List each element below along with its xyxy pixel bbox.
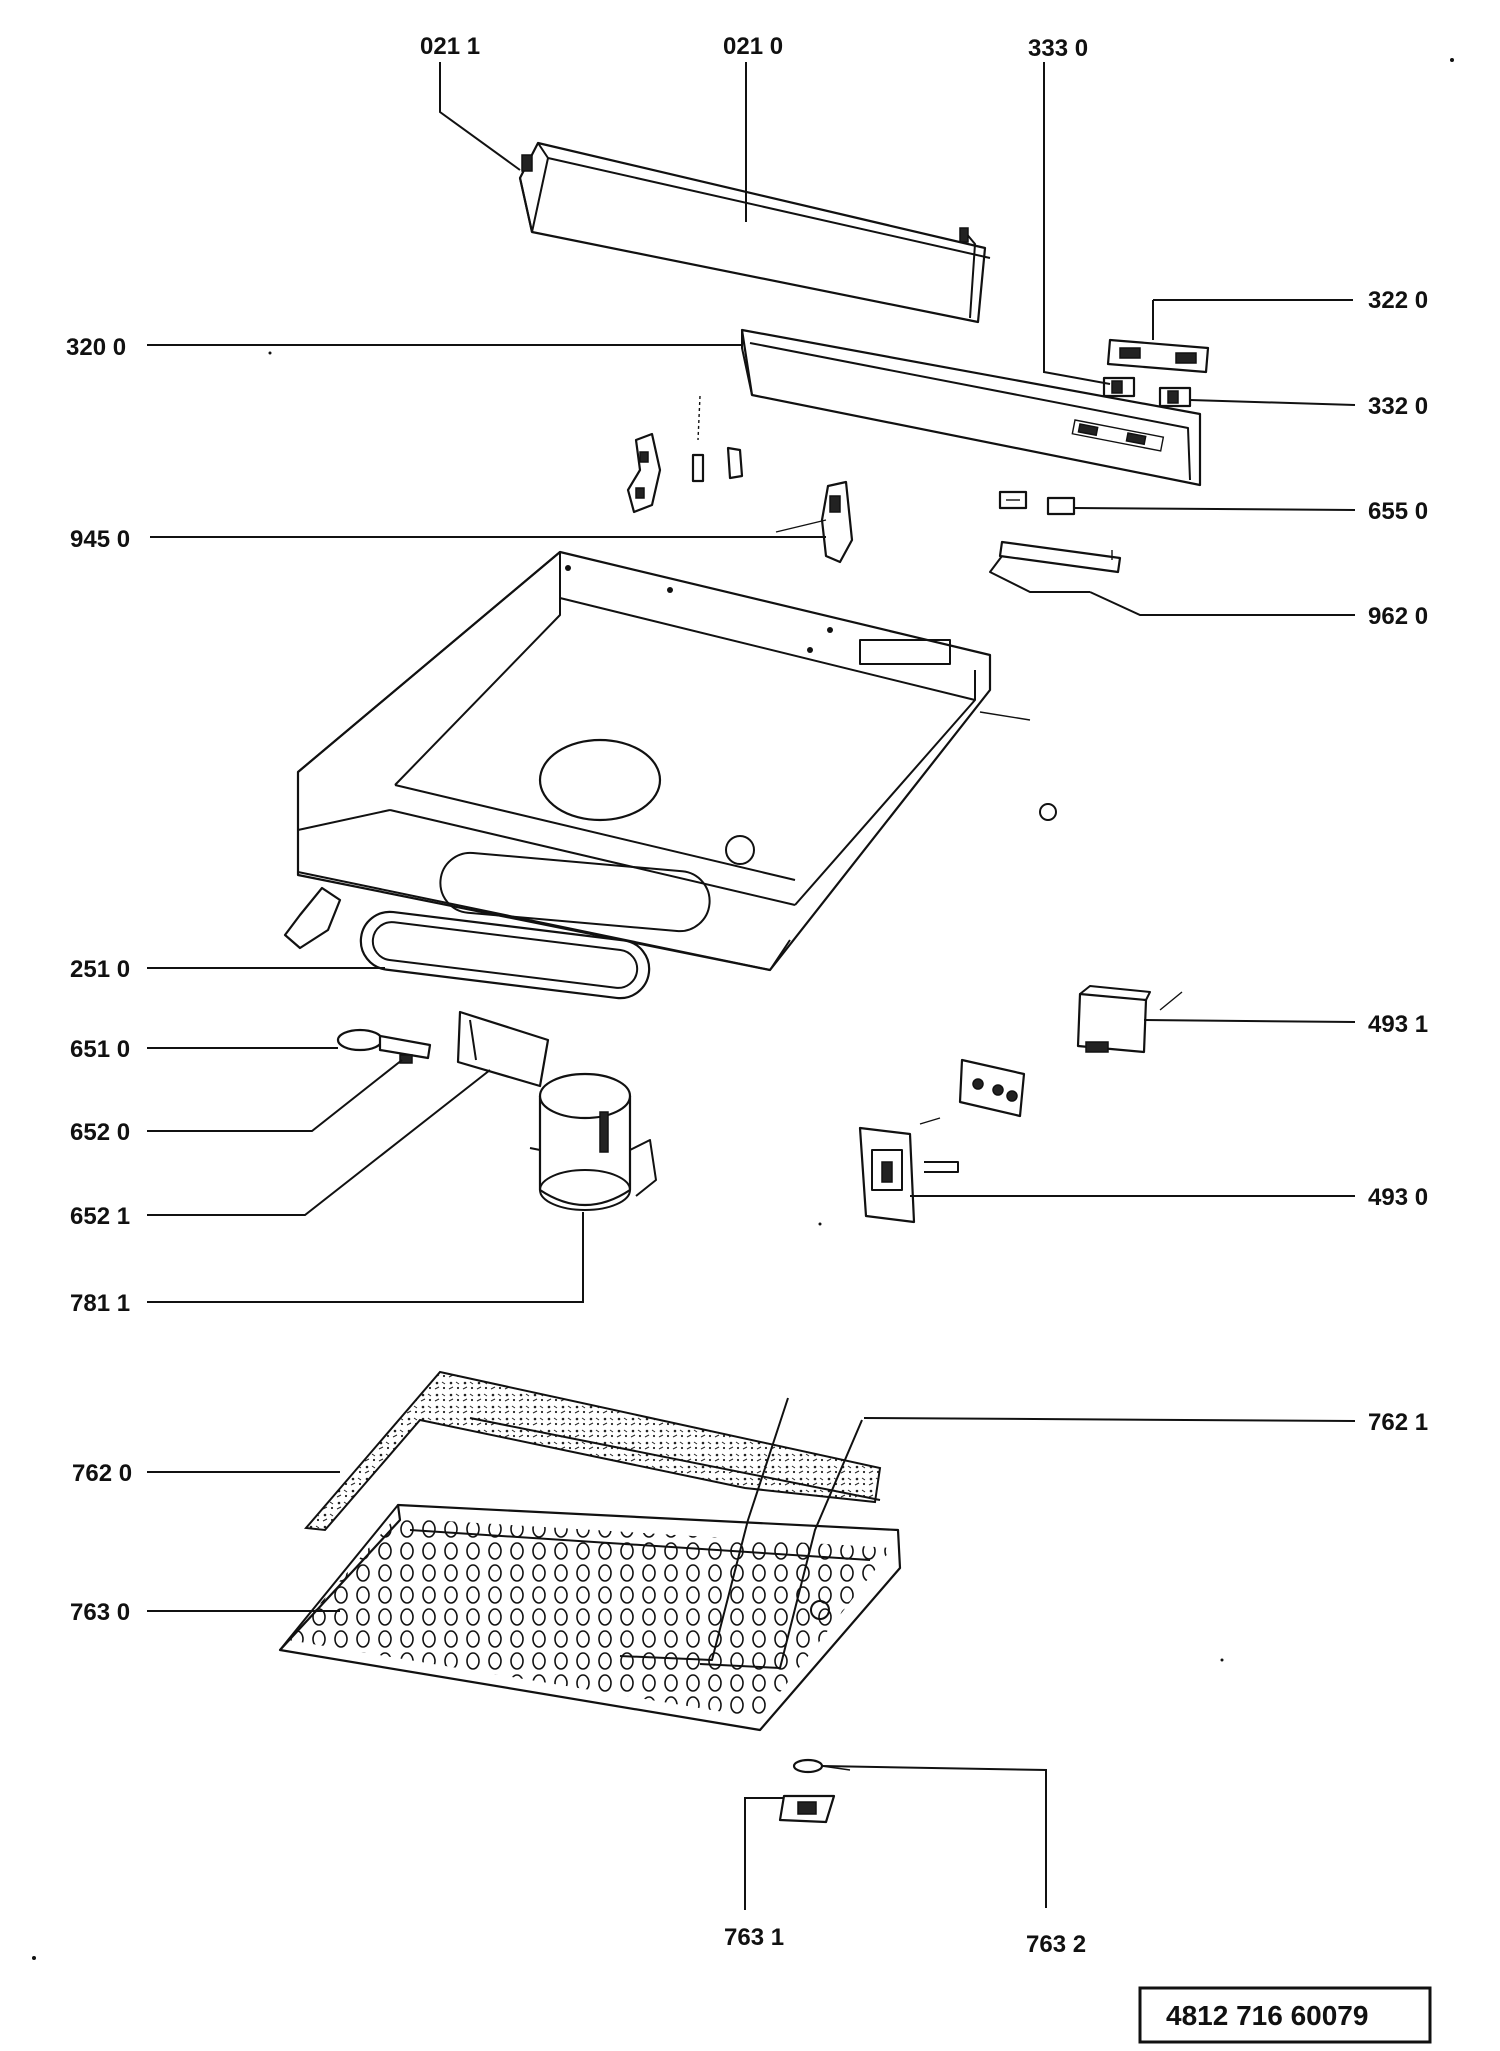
label-3220: 322 0	[1368, 287, 1428, 314]
label-2510: 251 0	[70, 956, 130, 983]
label-3320: 332 0	[1368, 393, 1428, 420]
lamp-6510	[336, 1028, 432, 1064]
label-0211: 021 1	[420, 33, 480, 60]
label-0210: 021 0	[723, 33, 783, 60]
label-7631: 763 1	[724, 1924, 784, 1951]
control-strip-3200	[740, 328, 1202, 487]
grease-filter-7620	[303, 1370, 882, 1532]
label-3200: 320 0	[66, 334, 126, 361]
grille-7630	[278, 1397, 902, 1732]
switch-plate-3220	[1106, 338, 1210, 374]
terminal-block	[958, 1058, 1026, 1118]
doc-number: 4812 716 60079	[1166, 2000, 1368, 2031]
leader-lines	[147, 62, 1356, 1910]
cord-plug	[283, 886, 342, 950]
label-7621: 762 1	[1368, 1409, 1428, 1436]
push-buttons	[1102, 376, 1192, 408]
bracket-9620	[989, 540, 1122, 593]
transformer-4931	[1076, 985, 1183, 1054]
doc-number-box: 4812 716 60079	[1138, 1986, 1432, 2044]
part-labels: 021 1 021 0 333 0 322 0 320 0 332 0 655 …	[66, 33, 1428, 1958]
cover-6521	[456, 1010, 550, 1088]
label-7811: 781 1	[70, 1290, 130, 1317]
label-9620: 962 0	[1368, 603, 1428, 630]
label-3330: 333 0	[1028, 35, 1088, 62]
front-panel-0210	[518, 141, 991, 324]
label-6521: 652 1	[70, 1203, 130, 1230]
hinge-clips-9450	[626, 395, 854, 564]
light-cover-2510	[359, 910, 651, 1000]
label-7630: 763 0	[70, 1599, 130, 1626]
label-4930: 493 0	[1368, 1184, 1428, 1211]
label-6510: 651 0	[70, 1036, 130, 1063]
clip-7631	[778, 1794, 836, 1824]
scan-specks	[32, 58, 1454, 1960]
hood-body	[296, 550, 1057, 972]
lamp-holders-6550	[998, 490, 1076, 516]
motor-7811	[529, 1072, 657, 1211]
label-9450: 945 0	[70, 526, 130, 553]
label-4931: 493 1	[1368, 1011, 1428, 1038]
label-6520: 652 0	[70, 1119, 130, 1146]
label-7620: 762 0	[72, 1460, 132, 1487]
switch-block-4930	[858, 1117, 959, 1224]
label-7632: 763 2	[1026, 1931, 1086, 1958]
label-6550: 655 0	[1368, 498, 1428, 525]
